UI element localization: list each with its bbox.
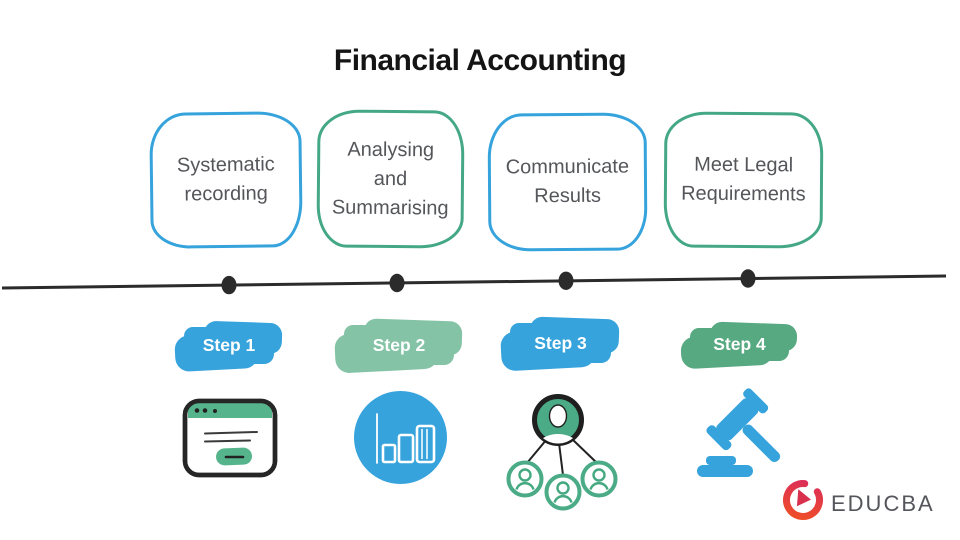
step-tag-2: Step 2	[344, 325, 454, 365]
timeline-dot	[389, 273, 405, 293]
timeline-dot	[221, 275, 237, 295]
step-tag-label: Step 1	[202, 335, 256, 355]
process-box-step-3: Communicate Results	[487, 112, 648, 252]
process-box-label: Systematic recording	[176, 153, 275, 206]
step-tag-label: Step 4	[713, 334, 766, 354]
educba-logo-text: EDUCBA	[831, 491, 935, 516]
gavel-icon	[697, 388, 781, 477]
step-tag-label: Step 2	[372, 334, 426, 355]
page-title: Financial Accounting	[333, 44, 627, 77]
step-tag-3: Step 3	[510, 323, 611, 363]
process-box-label: Meet Legal Requirements	[681, 153, 806, 206]
step-tag-label: Step 3	[534, 332, 587, 353]
timeline-dot	[558, 271, 574, 290]
process-box-step-2: Analysing and Summarising	[316, 109, 465, 249]
step-tag-4: Step 4	[690, 328, 789, 361]
people-hierarchy-icon	[506, 394, 618, 511]
timeline	[1, 269, 947, 295]
process-box-label: Analysing and Summarising	[331, 138, 449, 220]
process-box-label: Communicate Results	[505, 155, 630, 208]
educba-logo-icon	[783, 480, 823, 520]
process-box-step-4: Meet Legal Requirements	[663, 111, 824, 249]
bar-chart-icon	[354, 391, 447, 484]
timeline-line	[1, 274, 947, 290]
browser-window-icon	[182, 398, 278, 478]
step-tag-1: Step 1	[184, 327, 274, 364]
timeline-dot	[740, 269, 756, 288]
process-box-step-1: Systematic recording	[149, 111, 303, 249]
